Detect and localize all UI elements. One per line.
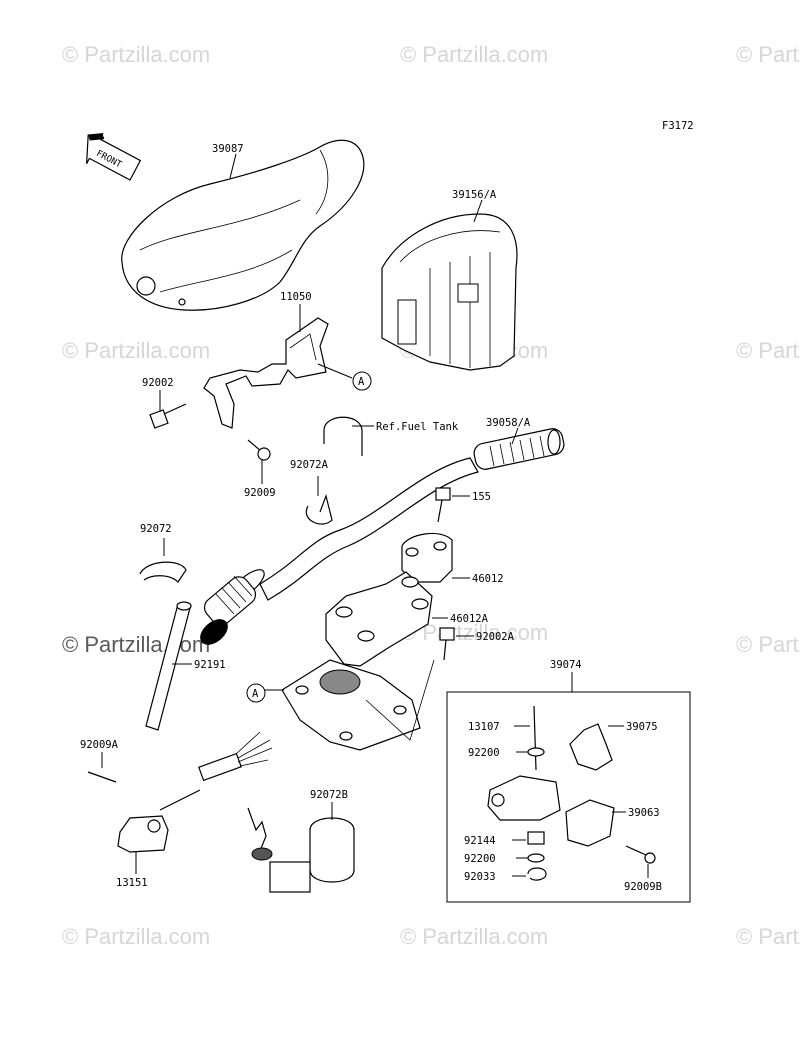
- watermark: © Partzilla.com: [736, 632, 800, 657]
- part-label: 39087: [212, 143, 244, 155]
- cover-part: [381, 213, 518, 371]
- ref-note: Ref.Fuel Tank: [376, 421, 459, 433]
- part-label: 39075: [626, 721, 658, 733]
- part-label: 46012: [472, 573, 504, 585]
- screw-part: [625, 845, 656, 864]
- watermark: © Partzilla.com: [62, 632, 210, 657]
- group-box: [446, 691, 691, 903]
- part-label: 92072A: [290, 459, 329, 471]
- part-label: 92072: [140, 523, 172, 535]
- diagram-code: F3172: [662, 120, 694, 132]
- base-bracket-part: [281, 659, 435, 751]
- part-label: 92072B: [310, 789, 348, 801]
- callout-letter: A: [358, 376, 365, 388]
- part-label: 155: [472, 491, 491, 503]
- circlip-part: [527, 867, 547, 881]
- watermarks: © Partzilla.com © Partzilla.com © Partzi…: [62, 42, 800, 949]
- seat-cover-part: [121, 139, 365, 311]
- bracket-part: [203, 317, 329, 429]
- part-label: 92200: [468, 747, 500, 759]
- bolt-part: [435, 487, 451, 523]
- part-label: 92009A: [80, 739, 119, 751]
- part-label: 39063: [628, 807, 660, 819]
- clip-part: [247, 807, 355, 893]
- part-label: 92009: [244, 487, 276, 499]
- part-label: 46012A: [450, 613, 489, 625]
- part-label: 92009B: [624, 881, 662, 893]
- washer-part: [527, 747, 545, 757]
- lever-part: [569, 723, 613, 771]
- part-label: 11050: [280, 291, 312, 303]
- handlebar-part: [200, 428, 565, 645]
- part-label: 13107: [468, 721, 500, 733]
- part-label: 39058/A: [486, 417, 531, 429]
- part-label: 92002: [142, 377, 174, 389]
- part-label: 13151: [116, 877, 148, 889]
- watermark: © Partzilla.com: [62, 42, 210, 67]
- bolt-part: [439, 627, 455, 661]
- part-label: 92002A: [476, 631, 515, 643]
- part-label: 92200: [464, 853, 496, 865]
- holder-part: [325, 571, 433, 667]
- watermark: © Partzilla.com: [736, 924, 800, 949]
- watermark: © Partzilla.com: [736, 42, 800, 67]
- part-label: 92144: [464, 835, 496, 847]
- switch-part: [87, 731, 273, 853]
- housing-part: [487, 775, 561, 821]
- watermark: © Partzilla.com: [736, 338, 800, 363]
- watermark: © Partzilla.com: [400, 42, 548, 67]
- watermark: © Partzilla.com: [62, 338, 210, 363]
- part-label: 92033: [464, 871, 496, 883]
- washer-part: [527, 853, 545, 863]
- watermark: © Partzilla.com: [400, 924, 548, 949]
- cap-part: [565, 799, 615, 847]
- tube-part: [145, 601, 192, 731]
- part-label: 39156/A: [452, 189, 497, 201]
- bolt-part: [149, 403, 187, 429]
- bolt-part: [247, 439, 271, 461]
- group-label: 39074: [550, 659, 582, 671]
- callout-letter: A: [252, 688, 259, 700]
- part-label: 92191: [194, 659, 226, 671]
- front-arrow-icon: FRONT: [85, 132, 142, 181]
- watermark: © Partzilla.com: [62, 924, 210, 949]
- spring-part: [527, 831, 545, 845]
- clamp-part: [401, 532, 453, 583]
